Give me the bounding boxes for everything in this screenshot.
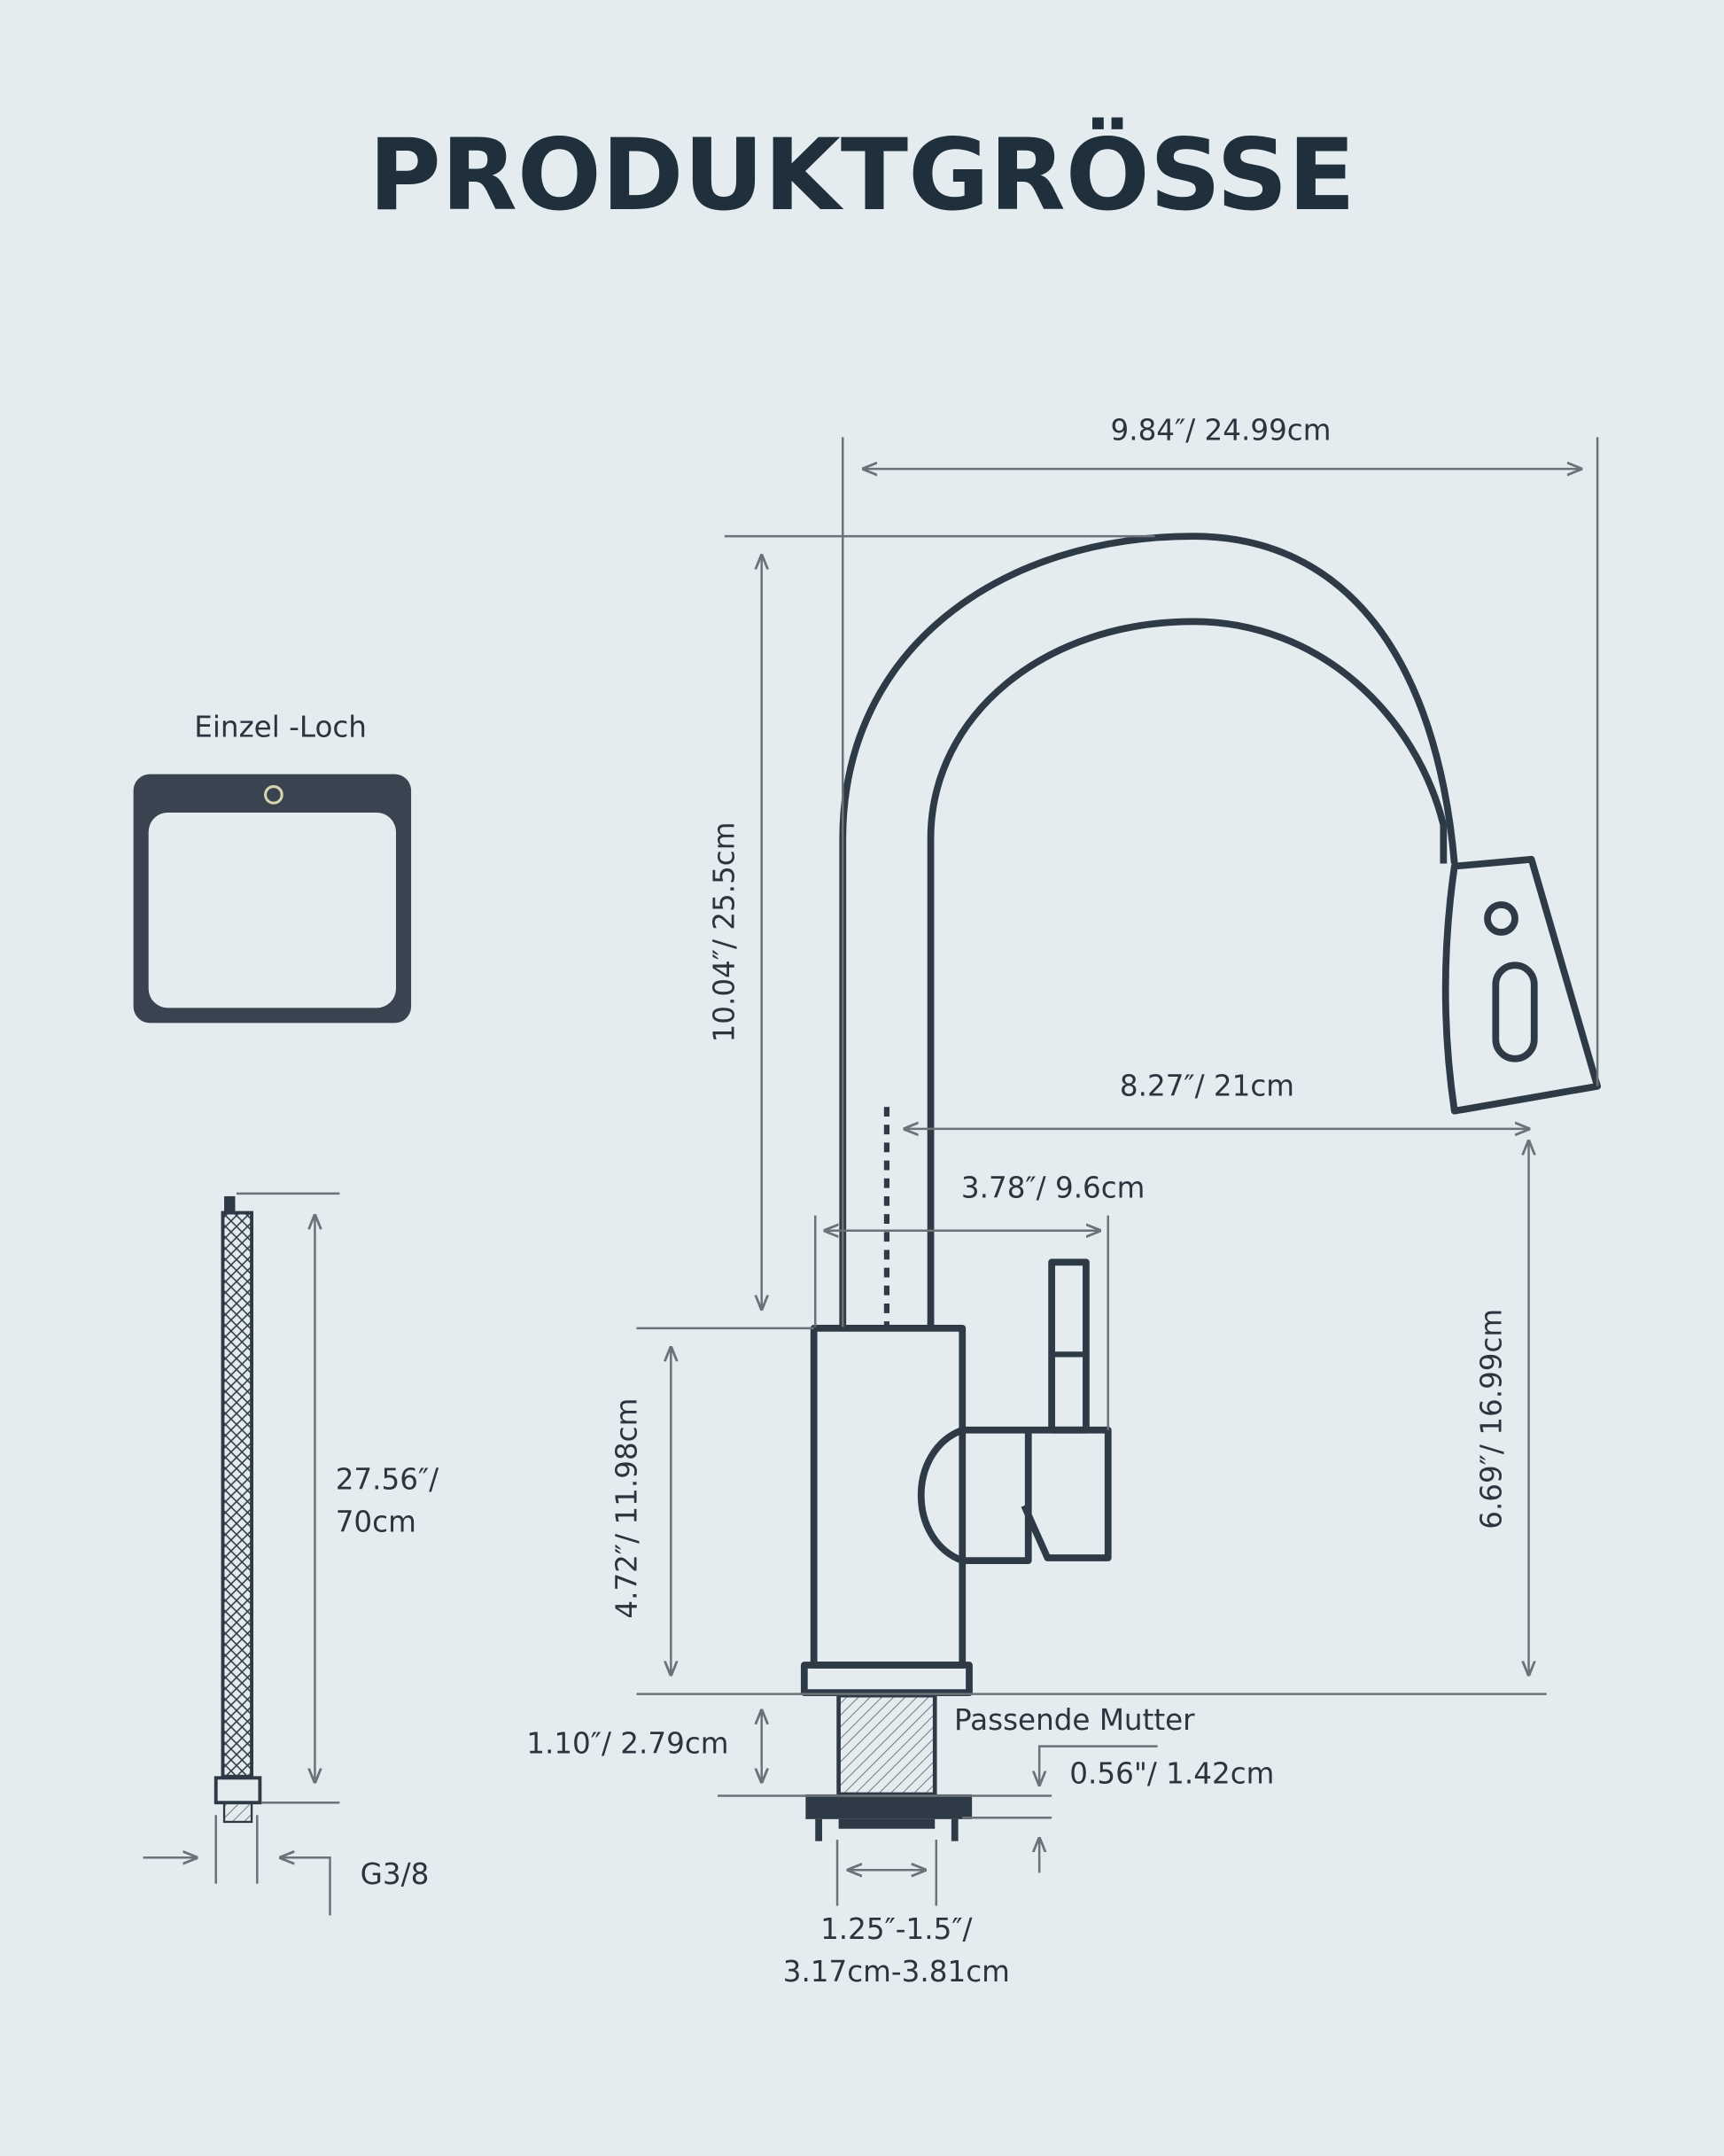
hose-length-label: 27.56″/ (336, 1462, 439, 1496)
reach-label: 8.27″/ 21cm (1120, 1070, 1294, 1103)
body-height-label: 4.72″/ 11.98cm (610, 1398, 644, 1619)
hole-diameter-label-cm: 3.17cm-3.81cm (783, 1955, 1010, 1989)
spout-height-label: 6.69″/ 16.99cm (1475, 1309, 1509, 1529)
hose-length-label-cm: 70cm (336, 1506, 416, 1539)
faucet-drawing (800, 533, 1602, 1841)
width-total-label: 9.84″/ 24.99cm (1111, 414, 1332, 448)
height-total-label: 10.04″/ 25.5cm (708, 822, 742, 1043)
sink-label: Einzel -Loch (194, 711, 367, 744)
faucet-dimensions (636, 437, 1599, 1906)
handle-width-label: 3.78″/ 9.6cm (961, 1171, 1145, 1204)
spray-head (1441, 855, 1602, 1115)
hole-diameter-label: 1.25″-1.5″/ (820, 1912, 972, 1946)
page-title: PRODUKTGRÖSSE (369, 117, 1355, 233)
hose-icon (214, 1195, 262, 1824)
nut-height-label: 0.56"/ 1.42cm (1069, 1757, 1274, 1791)
hose-dimensions (143, 1192, 340, 1916)
nut-label: Passende Mutter (954, 1703, 1195, 1737)
hose-thread-label: G3/8 (361, 1857, 430, 1891)
shank-length-label: 1.10″/ 2.79cm (526, 1726, 728, 1760)
sink-icon: Einzel -Loch (133, 711, 412, 1024)
